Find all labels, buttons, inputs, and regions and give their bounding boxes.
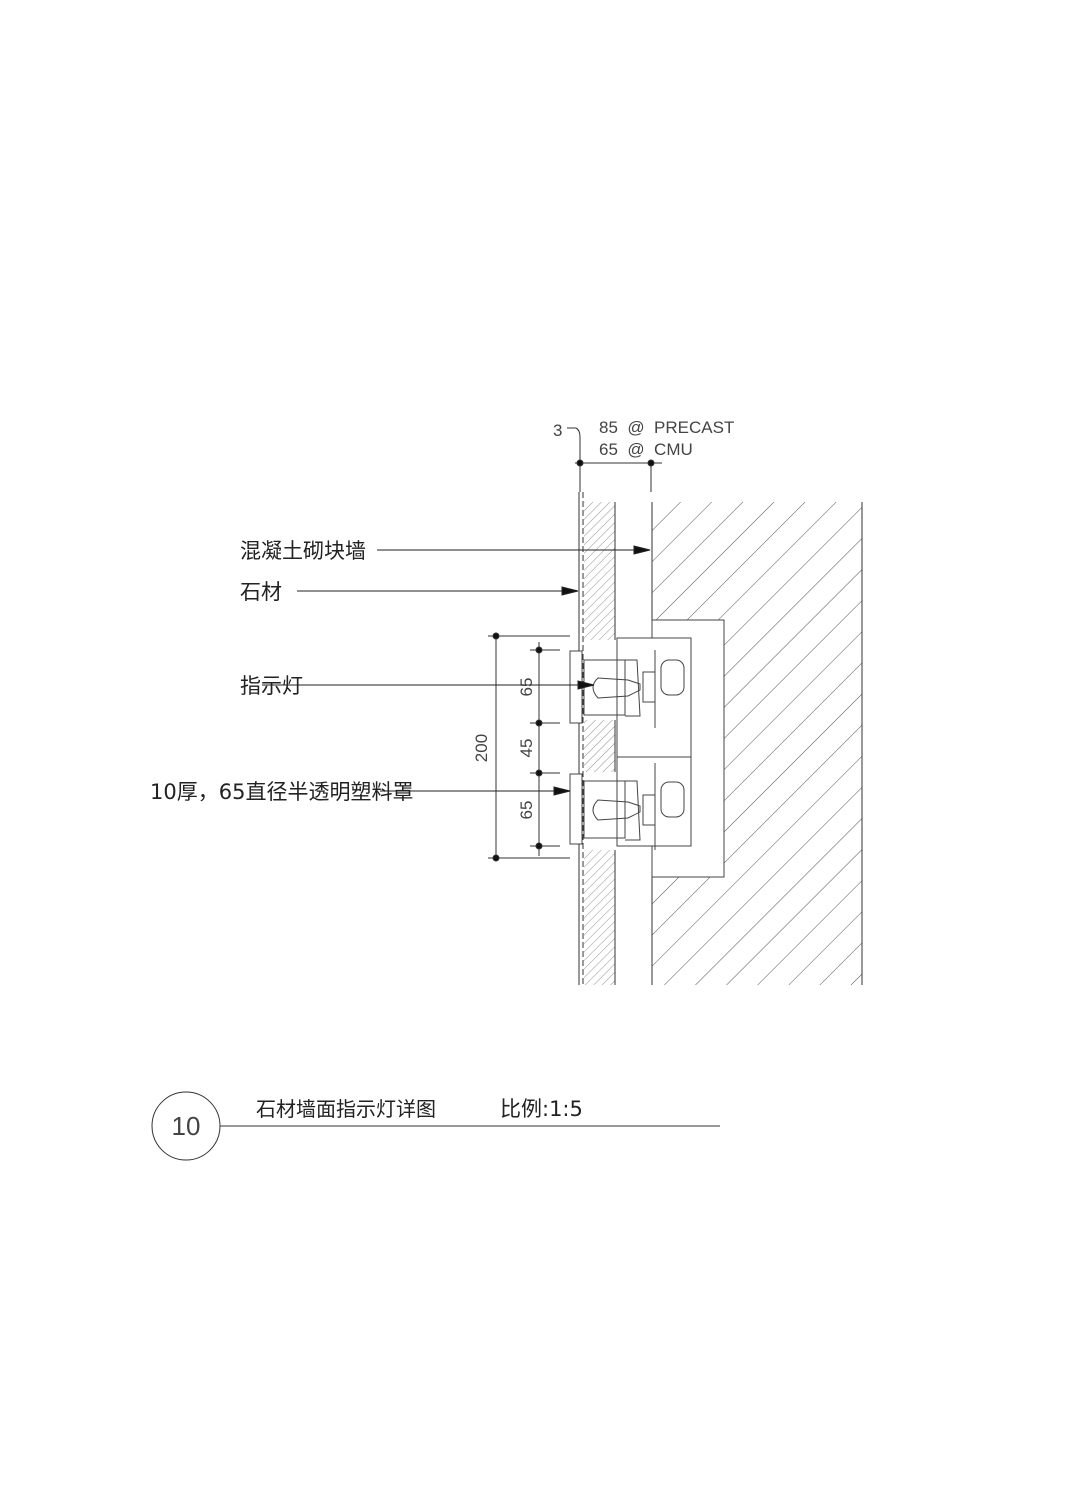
label-cmu-wall: 混凝土砌块墙 [240,539,366,563]
detail-number: 10 [172,1111,201,1141]
label-cover: 10厚，65直径半透明塑料罩 [150,780,413,804]
dim-upper: 65 [517,678,536,697]
vertical-dimensions [488,632,570,862]
light-fixture-upper [569,637,692,847]
dim-middle: 45 [517,739,536,758]
detail-title: 石材墙面指示灯详图 [256,1097,436,1121]
top-note-cmu: 65 @ CMU [599,440,693,459]
top-note-lead: 3 [553,421,562,440]
light-fixture-lower [569,763,685,850]
top-dimension [567,427,662,492]
dim-total: 200 [472,734,491,762]
dim-lower: 65 [517,801,536,820]
label-indicator-light: 指示灯 [240,674,303,698]
detail-scale: 比例:1:5 [500,1097,583,1121]
label-stone: 石材 [240,580,282,604]
leader-lines [262,545,651,796]
top-note-precast: 85 @ PRECAST [599,418,734,437]
title-block: 10 石材墙面指示灯详图 比例:1:5 [151,1091,720,1161]
